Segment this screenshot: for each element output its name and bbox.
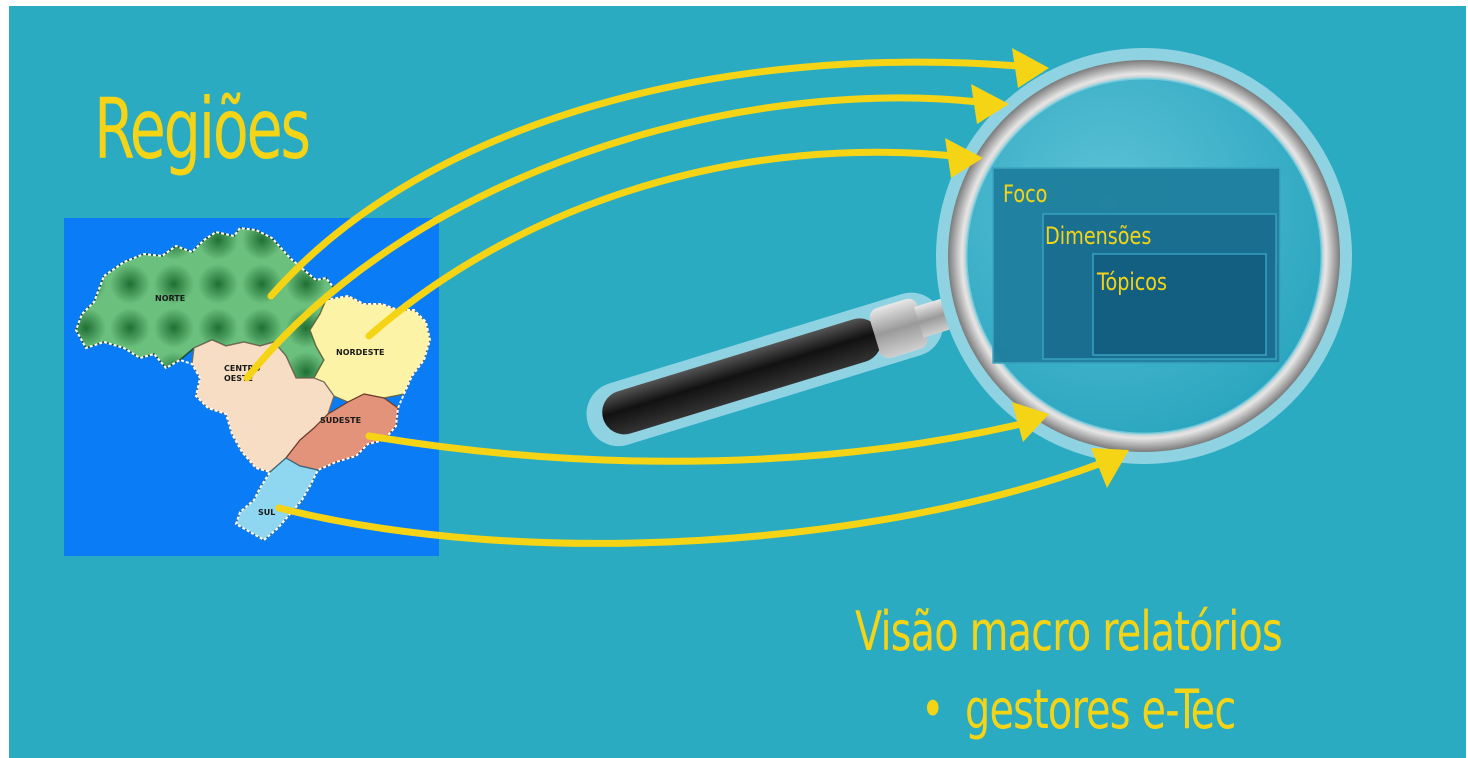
arrowhead-3 (945, 138, 983, 178)
map-label-sul: SUL (258, 508, 276, 517)
arrow-sul (275, 460, 1103, 547)
map-label-centro-oeste: CENTRO OESTE (224, 364, 261, 383)
map-label-sudeste: SUDESTE (320, 416, 362, 425)
label-topicos: Tópicos (1097, 268, 1168, 296)
arrow-nordeste (365, 148, 958, 340)
arrowheads (945, 48, 1129, 488)
bullet-icon: • (921, 678, 945, 741)
subtitle-line-1: Visão macro relatórios (855, 600, 1283, 663)
label-dimensoes: Dimensões (1045, 222, 1152, 250)
arrows (243, 58, 1103, 547)
arrow-centro-oeste (243, 94, 983, 382)
brazil-map: NORTE NORDESTE CENTRO OESTE SUDESTE SUL (64, 218, 439, 556)
region-sudeste (285, 393, 399, 471)
arrow-norte (267, 58, 1023, 300)
arrowhead-1 (1012, 48, 1049, 88)
box-topicos (1092, 253, 1267, 356)
diagram-graphic (243, 48, 1352, 547)
brazil-map-graphic (74, 226, 432, 542)
map-label-nordeste: NORDESTE (336, 348, 385, 357)
arrowhead-2 (971, 84, 1009, 124)
arrowhead-5 (1091, 448, 1129, 488)
slide: Regiões (9, 6, 1466, 758)
arrowhead-4 (1012, 402, 1049, 442)
slide-title: Regiões (94, 80, 311, 178)
subtitle-line-2: • gestores e-Tec (921, 678, 1236, 741)
magnifier-icon (586, 48, 1352, 464)
arrow-sudeste (365, 420, 1025, 465)
label-foco: Foco (1003, 180, 1048, 208)
map-label-norte: NORTE (155, 294, 186, 303)
subtitle-line-2-text: gestores e-Tec (965, 678, 1236, 741)
